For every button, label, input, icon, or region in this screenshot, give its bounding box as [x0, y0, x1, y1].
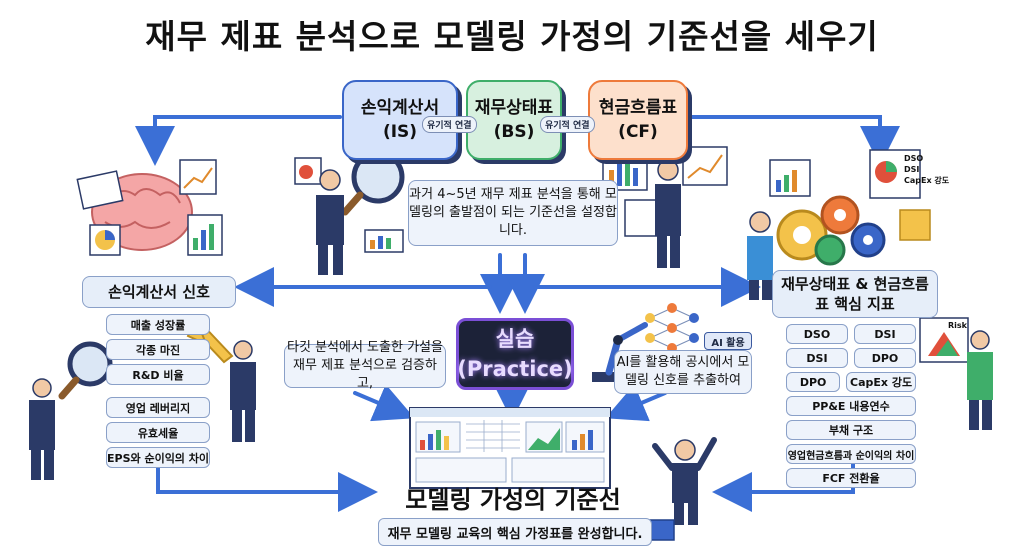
- arrow-rightnote-to-sheet: [605, 384, 667, 422]
- mini-label-dso: DSO: [904, 154, 924, 163]
- right-metric: DSI: [854, 324, 916, 344]
- ai-robot-illustration: [592, 303, 699, 382]
- right-metric: DPO: [854, 348, 916, 368]
- right-metric: DPO: [786, 372, 841, 392]
- link-label-is-bs: 유기적 연결: [422, 116, 477, 133]
- right-pair-row: DSI DPO: [786, 348, 916, 368]
- statement-abbr: (BS): [493, 122, 535, 142]
- right-pair-row: DSO DSI: [786, 324, 916, 344]
- arrow-cf-to-right: [688, 115, 900, 166]
- final-banner: 재무 모델링 교육의 핵심 가정표를 완성합니다.: [378, 518, 652, 546]
- left-panel-header: 손익계산서 신호: [82, 276, 236, 308]
- practice-title: 실습: [495, 327, 535, 351]
- statement-name: 손익계산서: [360, 98, 440, 118]
- mini-label-capex: CapEx 강도: [904, 176, 950, 185]
- statement-name: 재무상태표: [474, 98, 554, 118]
- link-label-bs-cf: 유기적 연결: [540, 116, 595, 133]
- person-with-risk-chart: [919, 317, 993, 430]
- celebrating-person: [649, 437, 717, 541]
- statement-abbr: (IS): [382, 122, 418, 142]
- right-item: PP&E 내용연수: [786, 396, 916, 416]
- arrow-left-down-to-final: [156, 458, 378, 512]
- flow-arrows: [135, 115, 900, 512]
- page-title: 재무 제표 분석으로 모델링 가정의 기준선을 세우기: [145, 17, 879, 56]
- left-item: 영업 레버리지: [106, 397, 210, 418]
- practice-subtitle: (Practice): [457, 357, 573, 381]
- statement-abbr: (CF): [618, 122, 658, 142]
- statement-box-cf: 현금흐름표 (CF): [588, 80, 688, 160]
- mini-label-group: DSO DSI CapEx 강도: [904, 153, 949, 186]
- left-item: 매출 성장률: [106, 314, 210, 335]
- ai-badge: AI 활용: [704, 332, 752, 350]
- left-item: R&D 비율: [106, 364, 210, 385]
- left-item: EPS와 순이익의 차이: [106, 447, 210, 468]
- arrow-leftnote-to-sheet: [353, 384, 415, 422]
- statement-name: 현금흐름표: [598, 98, 678, 118]
- mini-label-risk: Risk: [948, 321, 967, 330]
- right-item: 영업현금흐름과 순이익의 차이: [786, 444, 916, 464]
- final-title: 모델링 가성의 기준선: [405, 486, 621, 514]
- right-panel-header: 재무상태표 & 현금흐름표 핵심 지표: [772, 270, 938, 318]
- spreadsheet-dashboard: [409, 407, 611, 489]
- person-with-charts-top: [602, 146, 728, 268]
- arrow-is-to-left: [135, 115, 342, 166]
- center-note: 과거 4~5년 재무 제표 분석을 통해 모델링의 출발점이 되는 기준선을 설…: [408, 180, 618, 246]
- brain-illustration: [76, 159, 223, 256]
- right-item: FCF 전환율: [786, 468, 916, 488]
- right-note: AI를 활용해 공시에서 모델링 신호를 추출하여: [614, 350, 752, 394]
- left-item: 유효세율: [106, 422, 210, 443]
- gears-illustration: [747, 149, 931, 300]
- right-panel-items: DSO DSI DSI DPO DPO CapEx 강도 PP&E 내용연수 부…: [786, 324, 916, 488]
- right-pair-row: DPO CapEx 강도: [786, 372, 916, 392]
- person-with-magnifier-left: [29, 315, 256, 480]
- left-item: 각종 마진: [106, 339, 210, 360]
- right-item: 부채 구조: [786, 420, 916, 440]
- practice-box: 실습 (Practice): [456, 318, 574, 390]
- right-metric: DSO: [786, 324, 848, 344]
- left-panel-items: 매출 성장률 각종 마진 R&D 비율 영업 레버리지 유효세율 EPS와 순이…: [106, 314, 210, 468]
- left-note: 타깃 분석에서 도출한 가설을 재무 제표 분석으로 검증하고,: [284, 340, 446, 391]
- right-metric: DSI: [786, 348, 848, 368]
- mini-label-dsi: DSI: [904, 165, 920, 174]
- right-metric: CapEx 강도: [846, 372, 916, 392]
- person-with-magnifier-top: [294, 150, 405, 275]
